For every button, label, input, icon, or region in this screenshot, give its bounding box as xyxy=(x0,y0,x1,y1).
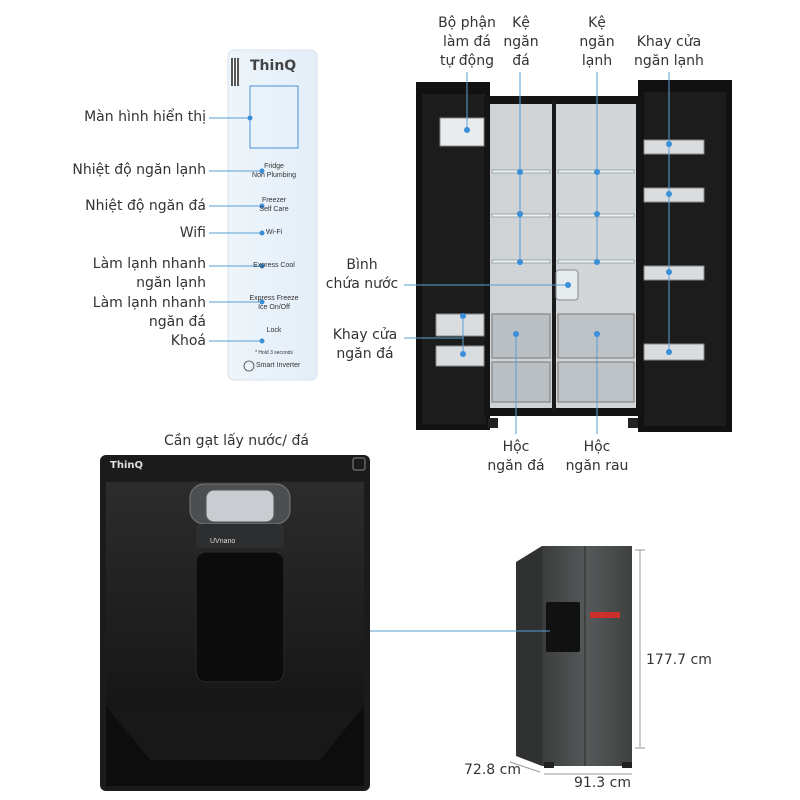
panel-wifi: Wi-Fi xyxy=(265,229,283,236)
callout-crisper-drawer: Hộc ngăn rau xyxy=(565,439,629,474)
fridge-open-view xyxy=(416,80,732,432)
callout-express-freeze-line1: Làm lạnh nhanh xyxy=(92,295,206,311)
crisper-drawer-bottom xyxy=(557,361,635,403)
dispenser-caption: Cần gạt lấy nước/ đá xyxy=(164,433,309,449)
panel-express-freeze-line1: Express Freeze xyxy=(249,295,299,302)
callout-water-tank: Bình chứa nước xyxy=(325,257,399,292)
fridge-exterior xyxy=(516,546,632,768)
dimension-height: 177.7 cm xyxy=(646,652,712,668)
panel-fridge-line2: Non Plumbing xyxy=(252,172,296,179)
control-panel xyxy=(227,49,318,381)
callout-express-cool-line1: Làm lạnh nhanh xyxy=(92,256,206,272)
dispenser-nozzle xyxy=(205,489,275,523)
callout-dots xyxy=(247,115,672,357)
callout-fridge-shelf: Kệ ngăn lạnh xyxy=(579,15,615,69)
callout-fridge-door-tray: Khay cửa ngăn lạnh xyxy=(634,34,704,69)
dispenser-uv-label: UVnano xyxy=(210,538,236,545)
panel-freezer-line2: Self Care xyxy=(259,206,289,213)
callout-lock: Khoá xyxy=(170,333,206,349)
logo-icon xyxy=(352,457,366,471)
freezer-drawer-top xyxy=(491,313,551,359)
callout-express-cool-line2: ngăn lạnh xyxy=(136,275,206,291)
barcode-icon xyxy=(231,58,239,86)
callout-lines xyxy=(209,72,670,775)
dispenser-lever xyxy=(195,551,285,683)
callout-freezer-shelf: Kệ ngăn đá xyxy=(503,15,539,69)
panel-freezer-line1: Freezer xyxy=(261,197,287,204)
callout-fridge-temp: Nhiệt độ ngăn lạnh xyxy=(72,162,206,178)
panel-express-freeze-line2: Ice On/Off xyxy=(258,304,290,311)
ice-maker xyxy=(439,117,485,147)
callout-wifi: Wifi xyxy=(179,225,206,241)
panel-fridge-line1: Fridge xyxy=(264,163,284,170)
callout-display-screen: Màn hình hiển thị xyxy=(84,109,206,125)
panel-brand: ThinQ xyxy=(250,58,297,74)
dispenser-brand: ThinQ xyxy=(110,460,143,471)
dimension-width: 91.3 cm xyxy=(574,775,631,791)
inverter-icon xyxy=(243,360,255,372)
exterior-dispenser xyxy=(546,602,580,652)
callout-freezer-door-tray: Khay cửa ngăn đá xyxy=(332,327,398,362)
dispenser-closeup xyxy=(100,455,370,791)
panel-lock: Lock xyxy=(266,327,282,334)
dimension-depth: 72.8 cm xyxy=(464,762,521,778)
panel-inverter: Smart Inverter xyxy=(256,362,301,369)
callout-freezer-temp: Nhiệt độ ngăn đá xyxy=(85,198,206,214)
callout-freezer-drawer: Hộc ngăn đá xyxy=(487,439,545,474)
callout-express-freeze-line2: ngăn đá xyxy=(148,314,206,330)
panel-express-cool: Express Cool xyxy=(253,262,295,269)
freezer-drawer-bottom xyxy=(491,361,551,403)
panel-hold-note: * Hold 3 seconds xyxy=(255,350,293,356)
exterior-display xyxy=(590,612,620,618)
callout-ice-maker: Bộ phận làm đá tự động xyxy=(438,15,496,69)
